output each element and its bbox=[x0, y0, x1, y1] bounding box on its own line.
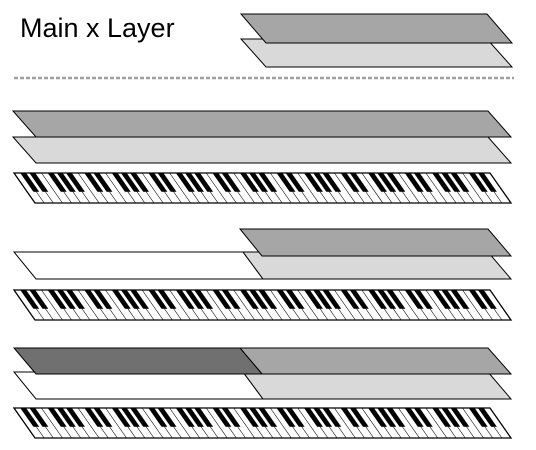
split-empty-left-plate bbox=[12, 251, 264, 280]
piano-keyboard-icon bbox=[12, 172, 513, 204]
section-full-range bbox=[11, 110, 513, 204]
dual-sub-right-plate bbox=[242, 371, 513, 400]
full-sub-layer-plate bbox=[11, 136, 513, 164]
dual-main-left-plate bbox=[12, 347, 264, 375]
section-split-upper bbox=[12, 228, 513, 321]
full-main-layer-plate bbox=[11, 110, 513, 138]
section-split-dual bbox=[12, 347, 513, 439]
dual-main-right-plate bbox=[238, 347, 513, 375]
piano-keyboard-icon bbox=[12, 407, 513, 439]
piano-keyboard-icon bbox=[12, 289, 513, 321]
split-main-right-plate bbox=[238, 228, 513, 257]
diagram-title: Main x Layer bbox=[20, 13, 175, 43]
legend-main-layer-plate bbox=[239, 13, 514, 44]
legend-plates bbox=[239, 13, 514, 68]
dual-empty-left-plate bbox=[12, 371, 264, 400]
